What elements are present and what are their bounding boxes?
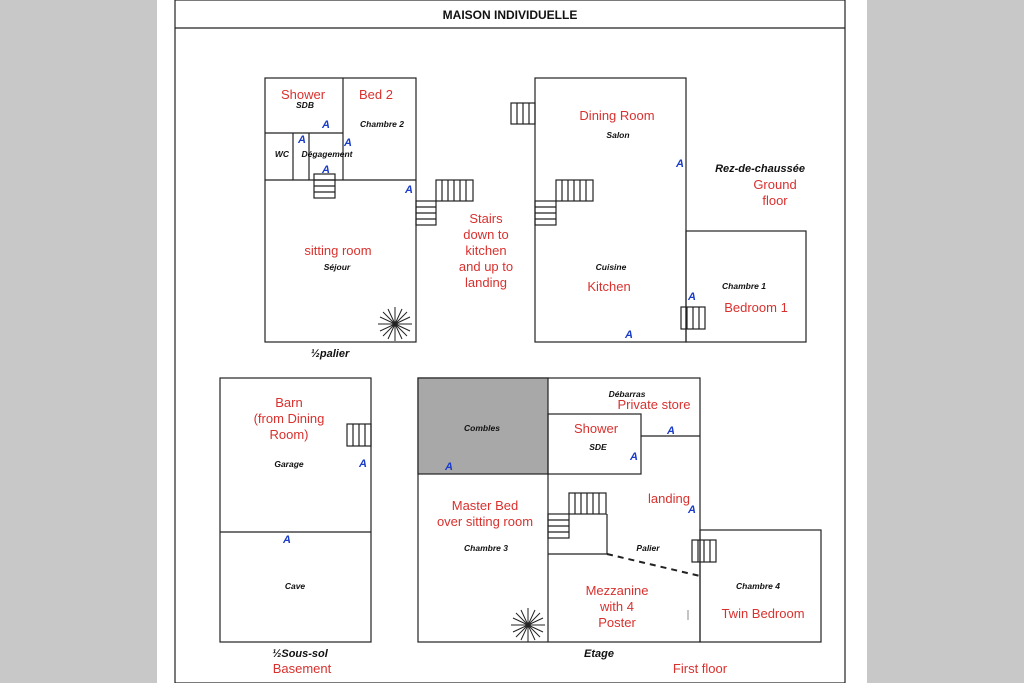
combles-label: Combles — [464, 423, 500, 433]
sitting-room-label: sitting room — [304, 243, 371, 258]
half-landing-outline — [264, 77, 417, 343]
stair-bedroom4 — [691, 539, 717, 563]
dining-room-label: Dining Room — [579, 108, 654, 123]
cuisine-label: Cuisine — [596, 262, 627, 272]
mezzanine-edge — [606, 553, 701, 577]
sejour-label: Séjour — [324, 262, 351, 272]
barn-label: (from Dining — [254, 411, 325, 426]
sde-label: SDE — [589, 442, 607, 452]
door-marker: A — [444, 461, 453, 473]
mezzanine-label: Mezzanine — [586, 583, 649, 598]
salon-label: Salon — [606, 130, 629, 140]
door-marker: A — [343, 137, 352, 149]
mezzanine-label: with 4 — [599, 599, 634, 614]
barn-label: Room) — [269, 427, 308, 442]
door-marker: A — [624, 329, 633, 341]
door-marker: A — [321, 119, 330, 131]
sdb-label: SDB — [296, 100, 314, 110]
stair-kitchen — [534, 179, 594, 226]
cave-label: Cave — [285, 581, 306, 591]
mezzanine-label: Poster — [598, 615, 636, 630]
landing-label: landing — [648, 491, 690, 506]
shower-label: Shower — [281, 87, 326, 102]
first-floor-shower-label: Shower — [574, 421, 619, 436]
master-bed-label: over sitting room — [437, 514, 533, 529]
stairs-note-line: Stairs — [469, 211, 503, 226]
bed2-label: Bed 2 — [359, 87, 393, 102]
door-marker: A — [687, 504, 696, 516]
degagement-label: Dégagement — [301, 149, 353, 159]
door-marker: A — [358, 458, 367, 470]
door-marker: A — [297, 134, 306, 146]
stair-dining — [510, 102, 536, 125]
shower-room-outline — [547, 413, 642, 475]
stairs-note: Stairs down to kitchen and up to landing — [459, 211, 513, 290]
door-marker: A — [675, 158, 684, 170]
bedroom1-label: Bedroom 1 — [724, 300, 788, 315]
first-floor-plan-label-fr: Etage — [584, 648, 614, 660]
stair-small — [313, 173, 336, 199]
wc-label: WC — [275, 149, 290, 159]
chambre3-label: Chambre 3 — [464, 543, 508, 553]
door-marker: A — [404, 184, 413, 196]
first-floor-plan: Combles Débarras Private store Shower SD… — [417, 377, 822, 676]
ground-floor-label-en: Ground — [753, 177, 796, 192]
door-marker: A — [629, 451, 638, 463]
door-marker: A — [666, 425, 675, 437]
twin-bedroom-label: Twin Bedroom — [721, 606, 804, 621]
spiral-stair — [378, 307, 412, 341]
debarras-label: Débarras — [609, 389, 646, 399]
stairs-note-line: landing — [465, 275, 507, 290]
chambre2-label: Chambre 2 — [360, 119, 404, 129]
ground-floor-label-en: floor — [762, 193, 788, 208]
door-marker: A — [282, 534, 291, 546]
basement-outline — [219, 377, 372, 643]
palier-label: Palier — [636, 543, 660, 553]
stair-barn — [346, 423, 372, 447]
page-title: MAISON INDIVIDUELLE — [443, 8, 578, 22]
ground-floor-label-fr: Rez-de-chaussée — [715, 163, 805, 175]
combles-attic — [417, 377, 549, 475]
first-floor-plan-label-en: First floor — [673, 661, 728, 676]
chambre4-label: Chambre 4 — [736, 581, 780, 591]
bedroom4-outline — [699, 529, 822, 643]
stairs-note-line: and up to — [459, 259, 513, 274]
barn-label: Barn — [275, 395, 302, 410]
sheet-border — [174, 0, 846, 683]
stair-outer — [415, 179, 474, 226]
half-landing-plan: Shower SDB Bed 2 Chambre 2 WC Dégagement… — [264, 77, 474, 360]
stair-bedroom1 — [680, 306, 706, 330]
bedroom1-outline — [685, 230, 807, 343]
stair-landing — [547, 492, 607, 539]
half-landing-plan-label: ½palier — [311, 348, 350, 360]
first-floor-outline — [417, 377, 701, 643]
door-marker: A — [321, 164, 330, 176]
stairs-note-line: down to — [463, 227, 509, 242]
garage-label: Garage — [274, 459, 304, 469]
basement-plan: Barn (from Dining Room) Garage Cave ½Sou… — [219, 377, 372, 676]
basement-plan-label-fr: ½Sous-sol — [272, 648, 329, 660]
door-marker: A — [687, 291, 696, 303]
master-bed-label: Master Bed — [452, 498, 518, 513]
stairs-note-line: kitchen — [465, 243, 506, 258]
chambre1-label: Chambre 1 — [722, 281, 766, 291]
kitchen-label: Kitchen — [587, 279, 630, 294]
spiral-stair — [511, 608, 545, 642]
basement-plan-label-en: Basement — [273, 661, 332, 676]
ground-floor-plan: Dining Room Salon Cuisine Kitchen Chambr… — [510, 77, 807, 343]
private-store-label: Private store — [618, 397, 691, 412]
